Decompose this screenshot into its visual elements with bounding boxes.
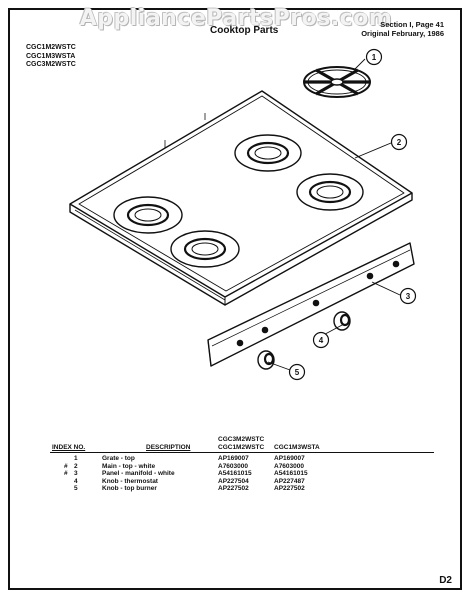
section-line: Section I, Page 41 bbox=[380, 20, 444, 29]
row-part-number: AP227504 bbox=[218, 477, 249, 485]
callout-circle bbox=[365, 48, 383, 66]
row-part-number: AP227502 bbox=[274, 485, 305, 492]
model-column-header: CGC3M2WSTC CGC1M2WSTC bbox=[218, 436, 264, 451]
row-part-number: A54161015 bbox=[274, 470, 308, 477]
callout-label: 4 bbox=[319, 336, 324, 345]
knob-thermostat bbox=[333, 311, 351, 331]
table-row: # 3 Panel - manifold - white A54161015 A… bbox=[50, 470, 434, 478]
model-list: CGC1M2WSTC CGC1M3WSTA CGC3M2WSTC bbox=[26, 44, 76, 70]
index-header: INDEX NO. bbox=[52, 443, 86, 451]
callout-circle bbox=[288, 363, 306, 381]
cooktop-main-top bbox=[69, 90, 413, 306]
table-row: 1 Grate - top AP169007 AP169007 bbox=[50, 455, 434, 463]
parts-table: INDEX NO. DESCRIPTION CGC3M2WSTC CGC1M2W… bbox=[50, 432, 434, 493]
row-mark: # bbox=[64, 462, 68, 470]
burner-front-left bbox=[113, 196, 183, 234]
description-header: DESCRIPTION bbox=[146, 443, 191, 451]
model-number: CGC1M3WSTA bbox=[26, 52, 76, 60]
model-number: CGC3M2WSTC bbox=[26, 61, 76, 68]
callout-circle bbox=[399, 287, 417, 305]
page-code: D2 bbox=[439, 575, 452, 586]
burner-rear-left bbox=[234, 134, 302, 172]
callout-label: 5 bbox=[295, 368, 300, 377]
section-info: Section I, Page 41 Original February, 19… bbox=[361, 20, 444, 38]
row-description: Grate - top bbox=[102, 455, 135, 462]
manifold-panel bbox=[207, 242, 415, 367]
row-mark: # bbox=[64, 470, 68, 477]
row-description: Main - top - white bbox=[102, 462, 156, 470]
table-row: 4 Knob - thermostat AP227504 AP227487 bbox=[50, 478, 434, 486]
callout-label: 3 bbox=[406, 292, 411, 301]
page-frame bbox=[8, 8, 462, 590]
model-column-header-line: CGC3M2WSTC bbox=[218, 436, 265, 443]
burner-front-right bbox=[170, 230, 240, 268]
callout-circle bbox=[312, 331, 330, 349]
parts-table-body: 1 Grate - top AP169007 AP169007 # 2 Main… bbox=[50, 453, 434, 493]
row-description: Knob - thermostat bbox=[102, 477, 158, 485]
row-index: 2 bbox=[74, 462, 78, 470]
callout-label: 2 bbox=[397, 138, 402, 147]
row-part-number: A7603000 bbox=[274, 462, 304, 470]
row-index: 1 bbox=[74, 455, 78, 462]
row-index: 5 bbox=[74, 485, 78, 492]
model-column-header: CGC1M3WSTA bbox=[274, 443, 320, 451]
row-part-number: AP169007 bbox=[218, 455, 249, 462]
row-description: Knob - top burner bbox=[102, 485, 157, 492]
callout-circle bbox=[390, 133, 408, 151]
row-index: 3 bbox=[74, 470, 78, 477]
model-number: CGC1M2WSTC bbox=[26, 44, 76, 51]
watermark: AppliancePartsPros.com bbox=[79, 6, 393, 31]
table-row: 5 Knob - top burner AP227502 AP227502 bbox=[50, 485, 434, 493]
burner-rear-right bbox=[296, 173, 364, 211]
row-description: Panel - manifold - white bbox=[102, 470, 175, 477]
parts-table-header: INDEX NO. DESCRIPTION CGC3M2WSTC CGC1M2W… bbox=[50, 432, 434, 453]
row-part-number: AP227502 bbox=[218, 485, 249, 492]
row-index: 4 bbox=[74, 477, 78, 485]
original-date-line: Original February, 1986 bbox=[361, 29, 444, 38]
row-part-number: A54161015 bbox=[218, 470, 252, 477]
knob-top-burner bbox=[257, 350, 275, 370]
row-part-number: A7603000 bbox=[218, 462, 248, 470]
model-column-header-line: CGC1M2WSTC bbox=[218, 443, 265, 451]
row-part-number: AP227487 bbox=[274, 477, 305, 485]
row-part-number: AP169007 bbox=[274, 455, 305, 462]
table-row: # 2 Main - top - white A7603000 A7603000 bbox=[50, 463, 434, 471]
callout-label: 1 bbox=[372, 53, 377, 62]
grate-top bbox=[303, 66, 371, 98]
page-title: Cooktop Parts bbox=[210, 25, 279, 36]
